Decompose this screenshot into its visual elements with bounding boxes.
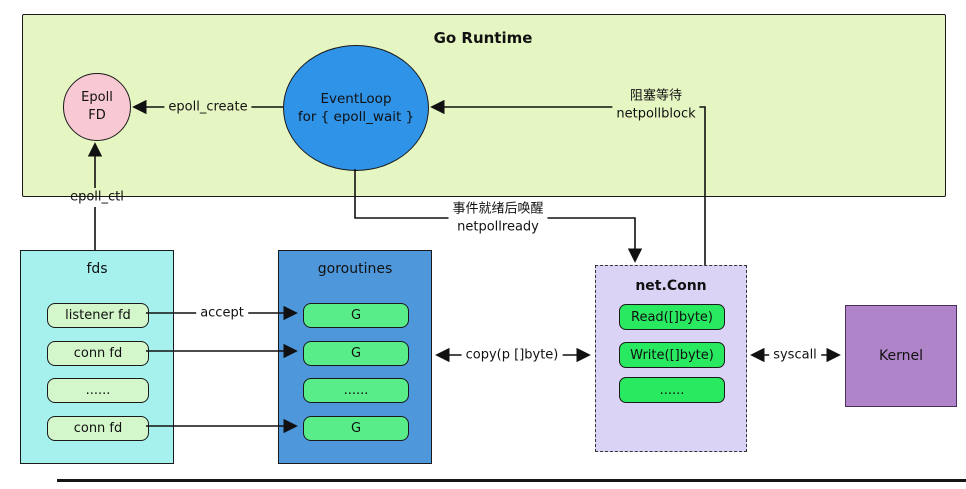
event-loop-label: EventLoop for { epoll_wait } [297,90,415,125]
epoll-create-label: epoll_create [164,98,252,116]
fds-title: fds [86,261,108,277]
fd-item-conn-2: conn fd [47,416,149,441]
fds-box: fds listener fd conn fd ...... conn fd [20,250,174,464]
goroutine-item-3: G [303,416,409,441]
fd-item-ellipsis: ...... [47,378,149,403]
net-conn-ellipsis: ...... [619,377,725,403]
net-conn-write-method: Write([]byte) [619,342,725,368]
syscall-label: syscall [769,346,821,364]
copy-label: copy(p []byte) [461,346,563,364]
accept-label: accept [196,304,248,322]
kernel-box: Kernel [845,305,957,407]
netpoll-ready-label: 事件就绪后唤醒 netpollready [448,199,548,237]
net-conn-title: net.Conn [635,278,707,294]
bottom-divider [57,479,966,482]
fd-item-conn-1: conn fd [47,341,149,366]
go-runtime-title: Go Runtime [433,29,533,47]
fd-item-listener: listener fd [47,303,149,328]
net-conn-read-method: Read([]byte) [619,304,725,330]
goroutine-item-ellipsis: ...... [303,378,409,403]
epoll-ctl-label: epoll_ctl [70,189,124,205]
goroutines-title: goroutines [317,261,393,277]
netpoll-block-label: 阻塞等待 netpollblock [612,86,700,124]
goroutine-item-2: G [303,341,409,366]
event-loop-node: EventLoop for { epoll_wait } [283,45,429,171]
epoll-fd-node: Epoll FD [63,73,131,141]
net-conn-box: net.Conn Read([]byte) Write([]byte) ....… [595,265,747,452]
epoll-fd-label: Epoll FD [81,90,113,123]
goroutines-box: goroutines G G ...... G [278,250,432,464]
goroutine-item-1: G [303,303,409,328]
